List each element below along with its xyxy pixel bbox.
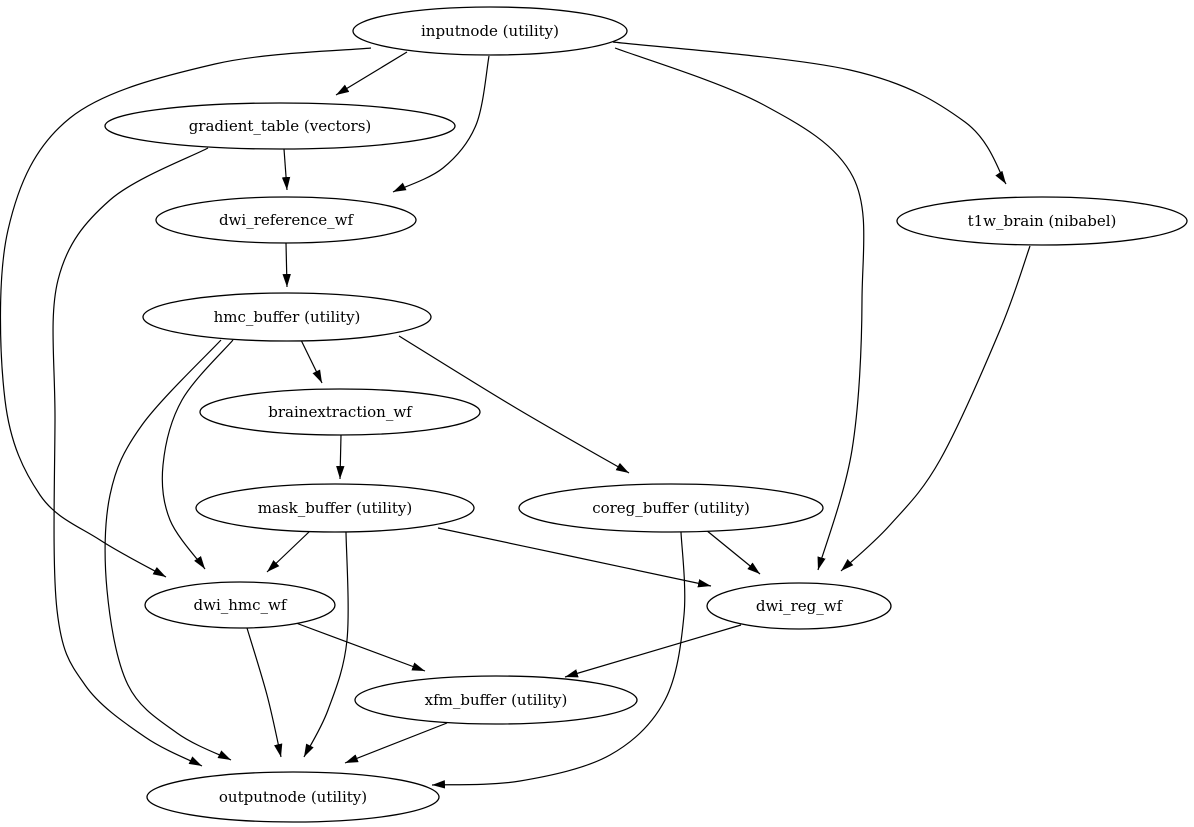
edge-brainextraction_wf-to-mask_buffer <box>336 434 345 480</box>
node-ellipse-dwi_reg_wf <box>706 582 892 630</box>
node-inputnode: inputnode (utility) <box>352 6 628 56</box>
node-label-dwi_hmc_wf: dwi_hmc_wf <box>194 596 288 614</box>
node-ellipse-gradient_table <box>104 102 456 150</box>
node-xfm_buffer: xfm_buffer (utility) <box>354 675 638 725</box>
edge-hmc_buffer-to-coreg_buffer <box>398 335 630 474</box>
node-ellipse-mask_buffer <box>195 483 475 533</box>
node-label-mask_buffer: mask_buffer (utility) <box>258 499 412 517</box>
node-label-dwi_reg_wf: dwi_reg_wf <box>756 597 844 615</box>
node-ellipse-t1w_brain <box>896 196 1188 246</box>
node-label-coreg_buffer: coreg_buffer (utility) <box>592 499 750 517</box>
node-ellipse-inputnode <box>352 6 628 56</box>
node-label-dwi_reference_wf: dwi_reference_wf <box>219 211 355 229</box>
node-label-brainextraction_wf: brainextraction_wf <box>268 403 413 421</box>
edge-gradient_table-to-dwi_reference_wf <box>281 148 291 191</box>
edge-t1w_brain-to-dwi_reg_wf <box>840 245 1031 572</box>
edge-gradient_table-to-outputnode <box>52 147 209 767</box>
node-label-hmc_buffer: hmc_buffer (utility) <box>214 308 361 326</box>
node-outputnode: outputnode (utility) <box>146 771 440 823</box>
edge-dwi_reg_wf-to-xfm_buffer <box>564 624 742 678</box>
node-label-outputnode: outputnode (utility) <box>219 788 367 806</box>
edge-inputnode-to-dwi_hmc_wf <box>0 47 372 578</box>
node-ellipse-xfm_buffer <box>354 675 638 725</box>
edge-hmc_buffer-to-brainextraction_wf <box>300 339 323 384</box>
edge-inputnode-to-t1w_brain <box>612 41 1007 185</box>
node-label-t1w_brain: t1w_brain (nibabel) <box>968 212 1117 230</box>
node-ellipse-dwi_hmc_wf <box>144 581 336 629</box>
node-label-inputnode: inputnode (utility) <box>421 22 559 40</box>
edge-dwi_hmc_wf-to-xfm_buffer <box>295 622 426 672</box>
node-label-gradient_table: gradient_table (vectors) <box>189 117 372 135</box>
edge-dwi_hmc_wf-to-outputnode <box>246 627 283 758</box>
node-ellipse-outputnode <box>146 771 440 823</box>
edge-mask_buffer-to-dwi_reg_wf <box>437 527 712 588</box>
node-brainextraction_wf: brainextraction_wf <box>199 388 481 436</box>
edge-inputnode-to-gradient_table <box>335 51 408 96</box>
edge-hmc_buffer-to-outputnode <box>104 339 232 761</box>
node-hmc_buffer: hmc_buffer (utility) <box>142 292 432 342</box>
edge-mask_buffer-to-dwi_hmc_wf <box>266 530 311 573</box>
node-ellipse-hmc_buffer <box>142 292 432 342</box>
node-dwi_reference_wf: dwi_reference_wf <box>155 196 417 244</box>
node-ellipse-brainextraction_wf <box>199 388 481 436</box>
node-label-xfm_buffer: xfm_buffer (utility) <box>425 691 568 709</box>
edge-xfm_buffer-to-outputnode <box>344 722 448 764</box>
node-ellipse-dwi_reference_wf <box>155 196 417 244</box>
edge-inputnode-to-dwi_reference_wf <box>392 55 490 193</box>
node-dwi_reg_wf: dwi_reg_wf <box>706 582 892 630</box>
edge-mask_buffer-to-outputnode <box>303 531 349 758</box>
edge-dwi_reference_wf-to-hmc_buffer <box>282 242 291 288</box>
node-ellipse-coreg_buffer <box>518 483 824 533</box>
node-coreg_buffer: coreg_buffer (utility) <box>518 483 824 533</box>
edge-coreg_buffer-to-dwi_reg_wf <box>705 529 761 575</box>
edge-hmc_buffer-to-dwi_hmc_wf <box>161 339 234 570</box>
node-gradient_table: gradient_table (vectors) <box>104 102 456 150</box>
node-t1w_brain: t1w_brain (nibabel) <box>896 196 1188 246</box>
edge-coreg_buffer-to-outputnode <box>431 531 686 789</box>
node-mask_buffer: mask_buffer (utility) <box>195 483 475 533</box>
node-dwi_hmc_wf: dwi_hmc_wf <box>144 581 336 629</box>
edge-inputnode-to-dwi_reg_wf <box>614 47 865 571</box>
